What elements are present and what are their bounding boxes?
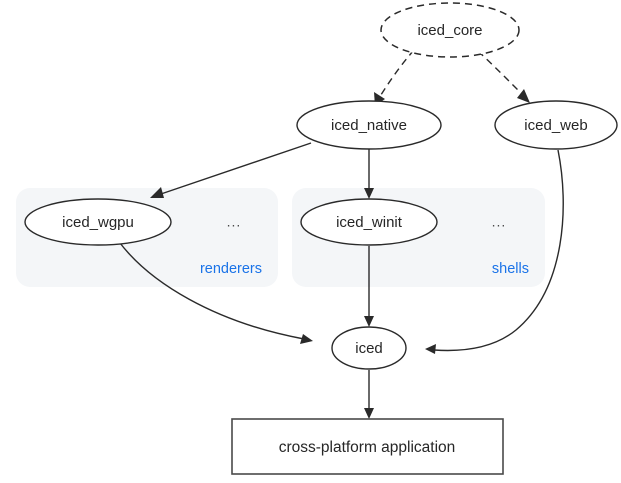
edge-web-to-iced-arrowhead bbox=[425, 344, 436, 354]
edge-core-to-web-line bbox=[477, 50, 525, 97]
edge-core-to-web-arrowhead bbox=[517, 89, 530, 103]
node-iced-web-label: iced_web bbox=[524, 117, 587, 134]
node-iced-shape[interactable] bbox=[331, 326, 407, 370]
shells-ellipsis-label: ... bbox=[492, 214, 507, 230]
node-iced-wgpu[interactable]: iced_wgpu bbox=[24, 198, 172, 246]
cluster-shells-label: shells bbox=[492, 261, 529, 277]
node-iced-native[interactable]: iced_native bbox=[296, 100, 442, 150]
node-cross-platform-application-shape[interactable] bbox=[231, 418, 504, 475]
node-iced-native-label: iced_native bbox=[331, 117, 407, 134]
node-iced[interactable]: iced bbox=[331, 326, 407, 370]
node-iced-core-label: iced_core bbox=[417, 22, 482, 39]
edge-iced-to-app-arrowhead bbox=[364, 408, 374, 419]
node-iced-web-shape[interactable] bbox=[494, 100, 618, 150]
node-iced-wgpu-shape[interactable] bbox=[24, 198, 172, 246]
node-iced-native-shape[interactable] bbox=[296, 100, 442, 150]
edge-core-to-native-line bbox=[378, 49, 415, 99]
edge-native-to-wgpu bbox=[150, 142, 312, 198]
edge-winit-to-iced-arrowhead bbox=[364, 316, 374, 327]
edge-native-to-winit bbox=[364, 149, 374, 199]
node-cross-platform-application[interactable]: cross-platform application bbox=[231, 418, 504, 475]
edge-web-to-iced bbox=[425, 149, 564, 354]
node-iced-winit-label: iced_winit bbox=[336, 214, 403, 231]
edge-wgpu-to-iced-arrowhead bbox=[300, 334, 313, 344]
cluster-renderers-label: renderers bbox=[200, 261, 262, 277]
renderers-ellipsis-label: ... bbox=[227, 214, 242, 230]
edge-wgpu-to-iced bbox=[119, 242, 313, 344]
node-cross-platform-application-label: cross-platform application bbox=[279, 439, 456, 456]
node-iced-label: iced bbox=[355, 340, 383, 357]
node-iced-core[interactable]: iced_core bbox=[380, 2, 520, 58]
node-iced-core-shape[interactable] bbox=[380, 2, 520, 58]
edge-native-to-wgpu-arrowhead bbox=[150, 187, 164, 198]
node-iced-wgpu-label: iced_wgpu bbox=[62, 214, 134, 231]
node-iced-web[interactable]: iced_web bbox=[494, 100, 618, 150]
edge-wgpu-to-iced-line bbox=[119, 242, 305, 340]
edge-core-to-native bbox=[374, 49, 415, 106]
edge-web-to-iced-line bbox=[433, 149, 564, 352]
node-iced-winit[interactable]: iced_winit bbox=[300, 198, 438, 246]
edge-native-to-winit-arrowhead bbox=[364, 188, 374, 199]
edge-core-to-web bbox=[477, 50, 530, 103]
edge-native-to-wgpu-line bbox=[157, 142, 312, 196]
node-iced-winit-shape[interactable] bbox=[300, 198, 438, 246]
edge-winit-to-iced bbox=[364, 246, 374, 327]
edge-iced-to-app bbox=[364, 370, 374, 419]
